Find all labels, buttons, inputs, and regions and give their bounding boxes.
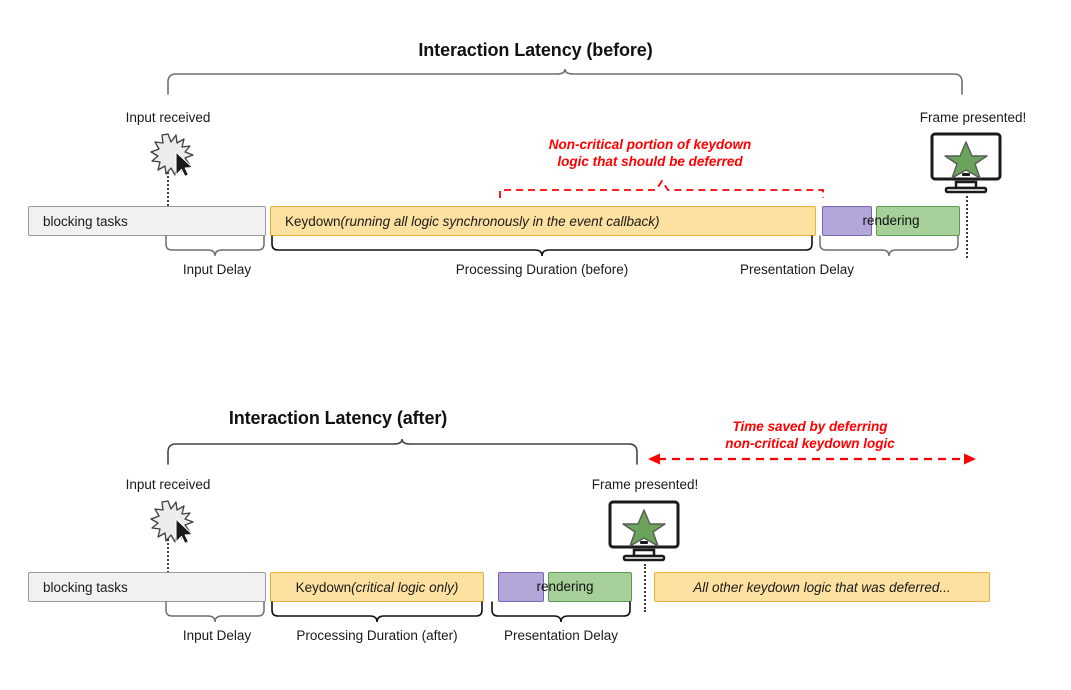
- before-input-delay-caption: Input Delay: [182, 262, 252, 277]
- after-rendering-label: rendering: [536, 579, 594, 594]
- before-keydown-label: Keydown: [285, 213, 341, 229]
- before-presentation-caption: Presentation Delay: [739, 262, 855, 277]
- before-red-annotation-line2: logic that should be deferred: [557, 154, 743, 169]
- before-red-annotation: Non-critical portion of keydown logic th…: [470, 136, 830, 170]
- after-processing-brace: [271, 601, 483, 623]
- before-input-delay-brace: [165, 235, 265, 257]
- after-overall-brace: [167, 438, 638, 465]
- before-presentation-brace: [819, 235, 959, 257]
- before-overall-brace: [167, 68, 963, 95]
- before-rendering-green-bar[interactable]: [876, 206, 960, 236]
- after-monitor-star-icon: [608, 500, 680, 562]
- after-red-annotation-line2: non-critical keydown logic: [725, 436, 895, 451]
- before-blocking-tasks-label: blocking tasks: [43, 213, 128, 229]
- before-red-dashed-bracket: [499, 179, 824, 198]
- after-keydown-bar[interactable]: Keydown (critical logic only): [270, 572, 484, 602]
- before-processing-brace: [271, 235, 813, 257]
- after-red-annotation-line1: Time saved by deferring: [732, 419, 888, 434]
- after-input-guide-line: [167, 539, 169, 577]
- after-processing-caption: Processing Duration (after): [296, 628, 458, 643]
- after-deferred-label: All other keydown logic that was deferre…: [693, 579, 951, 595]
- before-blocking-tasks-bar[interactable]: blocking tasks: [28, 206, 266, 236]
- monitor-star-icon: [930, 132, 1002, 194]
- after-blocking-tasks-bar[interactable]: blocking tasks: [28, 572, 266, 602]
- after-deferred-bar[interactable]: All other keydown logic that was deferre…: [654, 572, 990, 602]
- after-input-burst-cursor-icon: [150, 500, 194, 545]
- before-rendering-purple-bar[interactable]: [822, 206, 872, 236]
- input-burst-cursor-icon: [150, 133, 194, 178]
- before-input-guide-line: [167, 172, 169, 214]
- after-time-saved-arrow: [648, 453, 976, 465]
- after-rendering-purple-bar[interactable]: [498, 572, 544, 602]
- after-input-delay-caption: Input Delay: [182, 628, 252, 643]
- before-input-received-label: Input received: [125, 110, 211, 125]
- after-keydown-detail: (critical logic only): [351, 579, 459, 595]
- after-input-received-label: Input received: [125, 477, 211, 492]
- before-processing-caption: Processing Duration (before): [455, 262, 629, 277]
- before-keydown-detail: (running all logic synchronously in the …: [340, 213, 660, 229]
- after-frame-presented-label: Frame presented!: [591, 477, 699, 492]
- before-frame-guide-line: [966, 196, 968, 258]
- before-red-annotation-line1: Non-critical portion of keydown: [548, 137, 752, 152]
- after-keydown-label: Keydown: [295, 579, 352, 595]
- before-section-title: Interaction Latency (before): [418, 40, 653, 60]
- after-presentation-brace: [491, 601, 631, 623]
- after-section-title: Interaction Latency (after): [228, 408, 448, 428]
- after-presentation-caption: Presentation Delay: [503, 628, 619, 643]
- after-frame-guide-line: [644, 564, 646, 612]
- before-rendering-label: rendering: [862, 213, 920, 228]
- after-rendering-green-bar[interactable]: [548, 572, 632, 602]
- after-blocking-tasks-label: blocking tasks: [43, 579, 128, 595]
- before-frame-presented-label: Frame presented!: [919, 110, 1027, 125]
- before-keydown-bar[interactable]: Keydown (running all logic synchronously…: [270, 206, 816, 236]
- after-red-annotation: Time saved by deferring non-critical key…: [640, 418, 980, 452]
- after-input-delay-brace: [165, 601, 265, 623]
